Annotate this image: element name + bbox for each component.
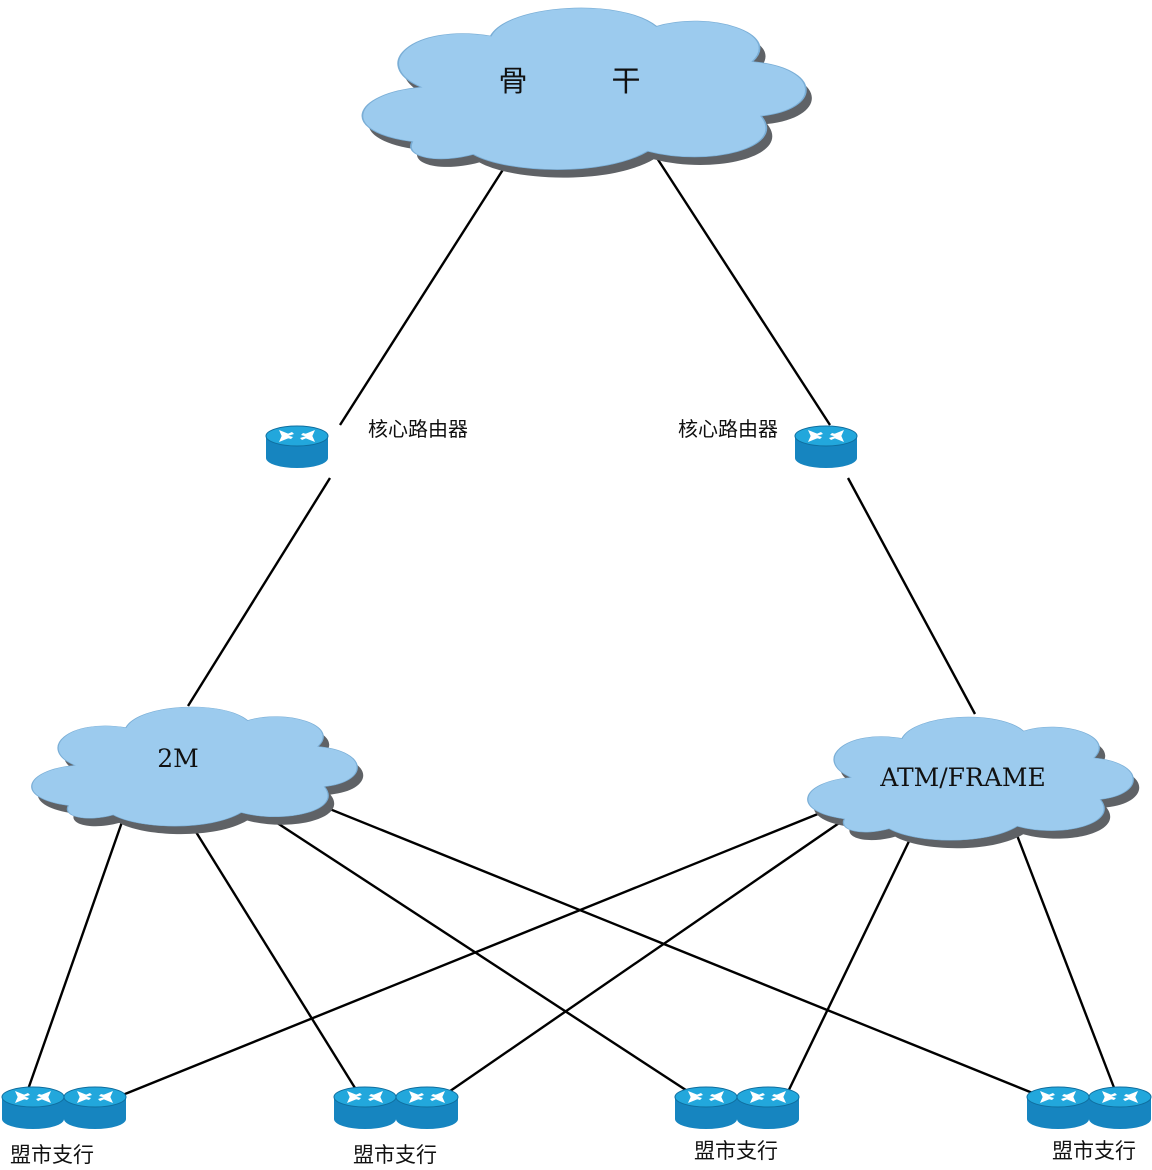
link-backbone-core-right [653, 154, 832, 426]
router-icon [736, 1086, 800, 1130]
branch-label-1: 盟市支行 [10, 1143, 94, 1167]
link-backbone-core-left [338, 167, 506, 426]
link-atm-branch4 [1013, 829, 1120, 1099]
core-router-left [265, 425, 329, 469]
link-2m-branch4 [299, 795, 1046, 1100]
router-icon [333, 1086, 397, 1130]
branch-router-pair-4 [1026, 1086, 1152, 1130]
backbone-label-left: 骨 [498, 64, 527, 98]
m2-cloud: 2M [32, 707, 363, 834]
core-router-right [794, 425, 858, 469]
branch-label-3: 盟市支行 [694, 1139, 778, 1163]
m2-cloud-label: 2M [157, 744, 199, 773]
router-icon [395, 1086, 459, 1130]
branch-router-pair-1 [1, 1086, 127, 1130]
link-atm-branch1 [114, 801, 846, 1100]
core-router-left-label: 核心路由器 [368, 417, 468, 441]
router-icon [674, 1086, 738, 1130]
router-icon [1088, 1086, 1152, 1130]
router-icon [794, 425, 858, 469]
branch-router-pair-2 [333, 1086, 459, 1130]
atm-frame-cloud-label: ATM/FRAME [879, 763, 1045, 792]
router-icon [1, 1086, 65, 1130]
link-atm-branch3 [783, 834, 914, 1099]
branch-label-4: 盟市支行 [1052, 1139, 1136, 1163]
router-icon [1026, 1086, 1090, 1130]
link-atm-branch2 [439, 809, 859, 1099]
branch-label-2: 盟市支行 [353, 1143, 437, 1167]
router-icon [63, 1086, 127, 1130]
link-2m-branch2 [194, 831, 362, 1097]
backbone-cloud: 骨 干 [362, 8, 811, 178]
router-icon [265, 425, 329, 469]
link-2m-branch1 [23, 821, 124, 1099]
core-router-right-label: 核心路由器 [678, 417, 778, 441]
branch-router-pair-3 [674, 1086, 800, 1130]
link-core-right-atm [846, 477, 977, 715]
link-2m-branch3 [264, 813, 696, 1098]
link-core-left-2m [186, 477, 332, 707]
atm-frame-cloud: ATM/FRAME [808, 717, 1139, 848]
backbone-label-right: 干 [611, 64, 640, 98]
